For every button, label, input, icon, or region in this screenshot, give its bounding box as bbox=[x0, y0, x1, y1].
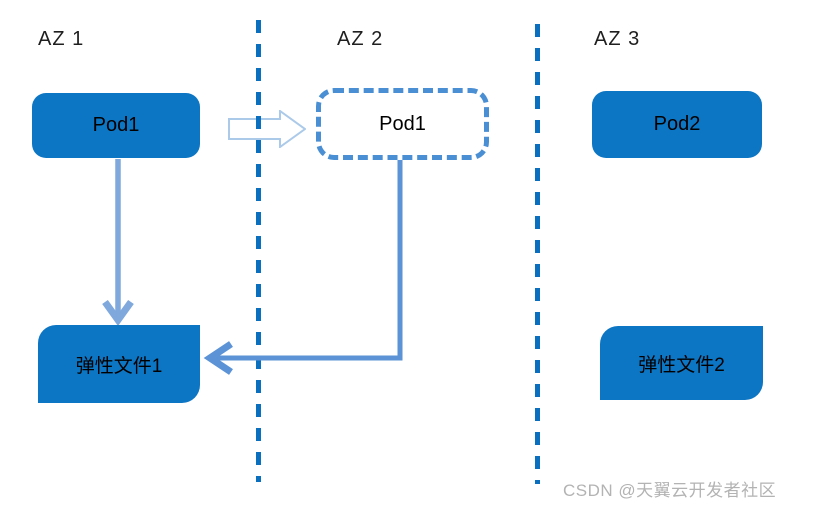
watermark: CSDN @天翼云开发者社区 bbox=[563, 481, 777, 500]
elastic-file2-node: 弹性文件2 bbox=[600, 326, 763, 400]
failover-block-arrow-icon bbox=[228, 110, 306, 148]
elastic-file1-label: 弹性文件1 bbox=[75, 355, 163, 377]
az2-label: AZ 2 bbox=[337, 28, 384, 50]
elastic-file2-label: 弹性文件2 bbox=[638, 354, 725, 376]
az3-label: AZ 3 bbox=[594, 28, 641, 50]
pod1-az1-label: Pod1 bbox=[92, 114, 140, 136]
pod2-az3-node: Pod2 bbox=[592, 91, 762, 158]
mount-arrow-pod1-to-file1 bbox=[102, 159, 134, 326]
pod1-az2-replica-node: Pod1 bbox=[316, 88, 489, 160]
az1-label: AZ 1 bbox=[38, 28, 85, 50]
mount-arrow-pod1az2-to-file1 bbox=[203, 160, 403, 375]
pod1-az1-node: Pod1 bbox=[32, 93, 200, 158]
az-divider-2 bbox=[535, 24, 540, 484]
az-divider-1 bbox=[256, 20, 261, 482]
pod1-az2-label: Pod1 bbox=[379, 112, 426, 135]
elastic-file1-node: 弹性文件1 bbox=[38, 325, 200, 403]
pod2-az3-label: Pod2 bbox=[653, 113, 701, 135]
